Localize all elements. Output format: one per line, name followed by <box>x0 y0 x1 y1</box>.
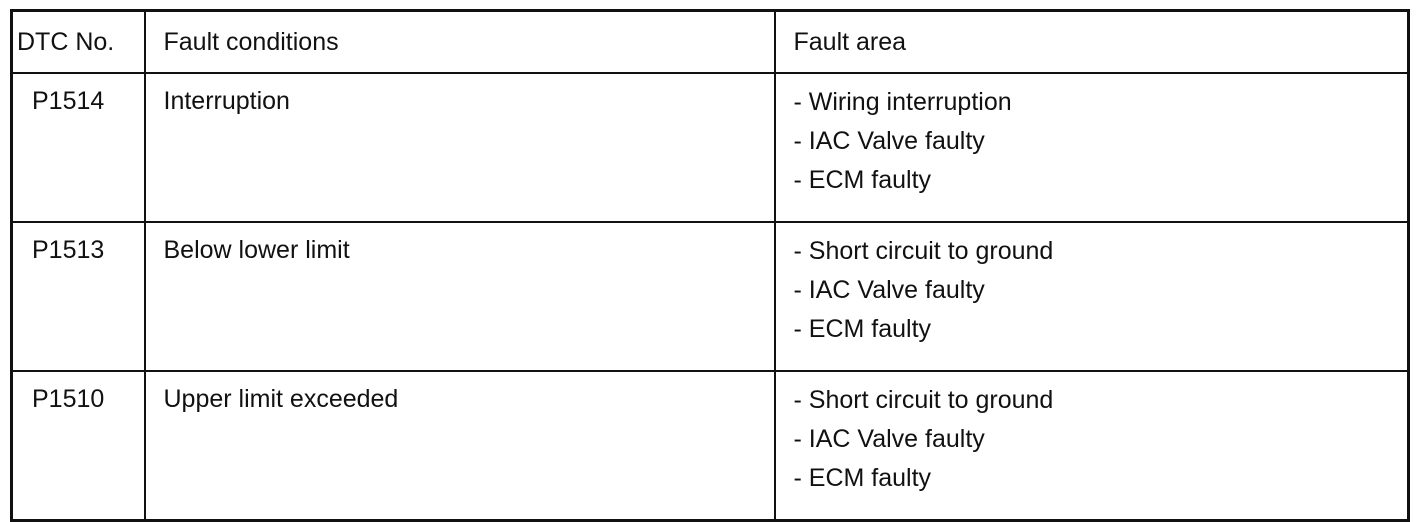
fault-area-cell: - Short circuit to ground - IAC Valve fa… <box>773 370 1410 522</box>
table-header-row: DTC No. Fault conditions Fault area <box>10 9 1410 74</box>
fault-area-item: - IAC Valve faulty <box>793 425 985 453</box>
fault-area-item: - IAC Valve faulty <box>793 127 985 155</box>
fault-area-cell: - Wiring interruption - IAC Valve faulty… <box>773 72 1410 223</box>
header-fault-area: Fault area <box>773 9 1410 74</box>
table-row: P1510 Upper limit exceeded - Short circu… <box>10 370 1410 522</box>
fault-area-item: - Wiring interruption <box>793 88 1012 116</box>
fault-area-item: - ECM faulty <box>793 464 932 492</box>
fault-area-item: - Short circuit to ground <box>793 386 1054 414</box>
table-row: P1513 Below lower limit - Short circuit … <box>10 221 1410 372</box>
fault-condition-cell: Below lower limit <box>143 221 776 372</box>
fault-area-item: - IAC Valve faulty <box>793 276 985 304</box>
fault-area-item: - ECM faulty <box>793 315 932 343</box>
fault-condition-cell: Upper limit exceeded <box>143 370 776 522</box>
dtc-fault-table: DTC No. Fault conditions Fault area P151… <box>10 9 1410 522</box>
fault-area-cell: - Short circuit to ground - IAC Valve fa… <box>773 221 1410 372</box>
header-dtc-no: DTC No. <box>10 9 146 74</box>
header-fault-conditions: Fault conditions <box>143 9 776 74</box>
fault-area-item: - ECM faulty <box>793 166 932 194</box>
dtc-code-cell: P1513 <box>10 221 146 372</box>
table-row: P1514 Interruption - Wiring interruption… <box>10 72 1410 223</box>
fault-area-item: - Short circuit to ground <box>793 237 1054 265</box>
dtc-code-cell: P1514 <box>10 72 146 223</box>
dtc-code-cell: P1510 <box>10 370 146 522</box>
fault-condition-cell: Interruption <box>143 72 776 223</box>
